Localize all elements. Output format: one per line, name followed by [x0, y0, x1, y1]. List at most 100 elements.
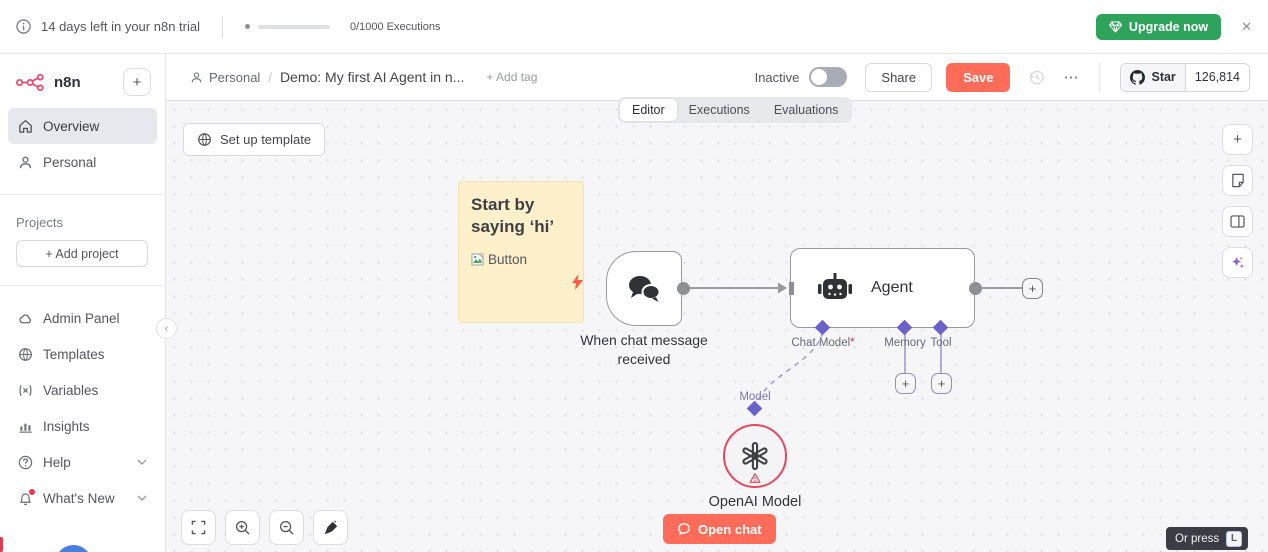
n8n-logo-text: n8n [54, 73, 81, 91]
agent-node-label: Agent [871, 279, 913, 296]
sidebar-item-help[interactable]: Help [8, 444, 157, 480]
add-node-button[interactable]: + [1222, 124, 1253, 155]
github-star-widget[interactable]: Star 126,814 [1120, 62, 1250, 92]
sidebar-item-insights[interactable]: Insights [8, 408, 157, 444]
add-memory-button[interactable]: + [895, 373, 916, 394]
sidebar-item-label: Help [43, 454, 71, 470]
add-tag-button[interactable]: + Add tag [486, 70, 538, 84]
chevron-down-icon [137, 495, 147, 501]
add-tool-button[interactable]: + [931, 373, 952, 394]
active-state-label: Inactive [754, 69, 800, 85]
tool-port-label: Tool [930, 337, 952, 349]
sidebar-item-templates[interactable]: Templates [8, 336, 157, 372]
gem-icon [1108, 20, 1122, 33]
error-warning-icon [749, 473, 761, 483]
zoom-in-button[interactable] [225, 510, 260, 545]
home-icon [18, 119, 33, 134]
agent-output-port[interactable] [969, 282, 982, 295]
add-sticky-note-button[interactable] [1222, 165, 1253, 196]
github-icon [1130, 69, 1146, 85]
chat-bubble-icon [677, 522, 691, 536]
sidebar-item-label: Templates [43, 346, 105, 362]
projects-heading: Projects [16, 215, 63, 230]
sticky-note[interactable]: Start by saying ‘hi’ Button [458, 181, 584, 323]
executions-progress-bar [257, 24, 330, 29]
toggle-knob [811, 69, 828, 85]
workflow-canvas[interactable]: Set up template Start by saying ‘hi’ But… [166, 100, 1268, 552]
help-icon [18, 455, 33, 470]
breadcrumb: Personal / Demo: My first AI Agent in n.… [190, 69, 537, 85]
lightning-bolt-icon [571, 274, 584, 290]
ai-assistant-icon[interactable] [1222, 247, 1253, 278]
user-avatar[interactable] [55, 545, 92, 552]
cloud-icon [18, 311, 33, 326]
open-chat-label: Open chat [698, 521, 762, 537]
activate-toggle[interactable] [809, 67, 848, 87]
fit-view-button[interactable] [181, 510, 216, 545]
add-project-button[interactable]: + Add project [16, 240, 148, 267]
required-asterisk: * [850, 337, 855, 349]
templates-icon [18, 347, 33, 362]
broken-image-icon [471, 253, 485, 267]
sidebar-item-admin-panel[interactable]: Admin Panel [8, 300, 157, 336]
sidebar-item-variables[interactable]: Variables [8, 372, 157, 408]
tidy-up-button[interactable] [313, 510, 348, 545]
breadcrumb-project[interactable]: Personal [190, 70, 260, 85]
sidebar-collapse-button[interactable]: ‹ [156, 318, 177, 339]
setup-template-label: Set up template [220, 132, 312, 147]
sidebar-item-label: Variables [43, 382, 99, 398]
executions-count-text: 0/1000 Executions [349, 20, 441, 33]
agent-input-port[interactable] [789, 282, 794, 295]
n8n-logo-icon [16, 73, 46, 91]
toggle-panel-button[interactable] [1222, 206, 1253, 237]
trigger-output-port[interactable] [677, 282, 690, 295]
workflow-history-icon[interactable] [1028, 69, 1045, 86]
sidebar-item-personal[interactable]: Personal [8, 144, 157, 180]
save-button[interactable]: Save [946, 62, 1011, 92]
trial-countdown-text: 14 days left in your n8n trial [41, 19, 200, 34]
openai-model-node[interactable] [723, 424, 787, 488]
setup-template-button[interactable]: Set up template [183, 123, 326, 156]
person-icon [190, 71, 203, 84]
chat-trigger-node[interactable] [606, 251, 682, 326]
robot-icon [815, 271, 855, 305]
more-options-icon[interactable]: ⋯ [1063, 69, 1080, 86]
upgrade-now-label: Upgrade now [1128, 19, 1209, 34]
banner-close-icon[interactable]: ✕ [1241, 18, 1252, 34]
shortcut-keycap: L [1226, 530, 1243, 547]
banner-divider [221, 15, 223, 38]
info-icon [16, 19, 31, 34]
sidebar: n8n + Overview Personal Projects + Add p… [0, 54, 166, 552]
sidebar-item-overview[interactable]: Overview [8, 108, 157, 144]
trial-banner: 14 days left in your n8n trial 0/1000 Ex… [0, 0, 1268, 54]
sidebar-item-label: What's New [43, 490, 115, 506]
sidebar-item-label: Insights [43, 418, 90, 434]
sidebar-item-whats-new[interactable]: What's New [8, 480, 157, 516]
zoom-out-button[interactable] [269, 510, 304, 545]
trigger-node-label: When chat message received [580, 332, 708, 367]
tab-editor[interactable]: Editor [620, 99, 677, 121]
canvas-zoom-controls [181, 510, 348, 545]
tab-evaluations[interactable]: Evaluations [773, 103, 839, 117]
bell-icon [18, 488, 35, 506]
bar-chart-icon [18, 419, 33, 434]
sidebar-add-workflow-button[interactable]: + [123, 68, 151, 96]
person-icon [18, 155, 33, 170]
chat-model-port-label: Chat Model* [791, 337, 855, 349]
tab-executions[interactable]: Executions [688, 103, 750, 117]
add-next-node-button[interactable]: + [1022, 278, 1043, 299]
chat-bubbles-icon [626, 274, 662, 304]
agent-node[interactable]: Agent [789, 248, 975, 328]
model-port[interactable] [746, 400, 763, 417]
share-button[interactable]: Share [865, 62, 933, 92]
sticky-note-title: Start by saying ‘hi’ [471, 195, 555, 237]
chevron-down-icon [137, 459, 147, 465]
sidebar-item-label: Admin Panel [43, 310, 120, 326]
open-chat-button[interactable]: Open chat [663, 514, 776, 544]
templates-icon [197, 132, 212, 147]
view-tabs: Editor Executions Evaluations [618, 97, 853, 123]
upgrade-now-button[interactable]: Upgrade now [1095, 13, 1222, 40]
sidebar-item-label: Overview [43, 118, 100, 134]
variables-icon [18, 383, 33, 398]
workflow-title[interactable]: Demo: My first AI Agent in n... [279, 69, 465, 85]
